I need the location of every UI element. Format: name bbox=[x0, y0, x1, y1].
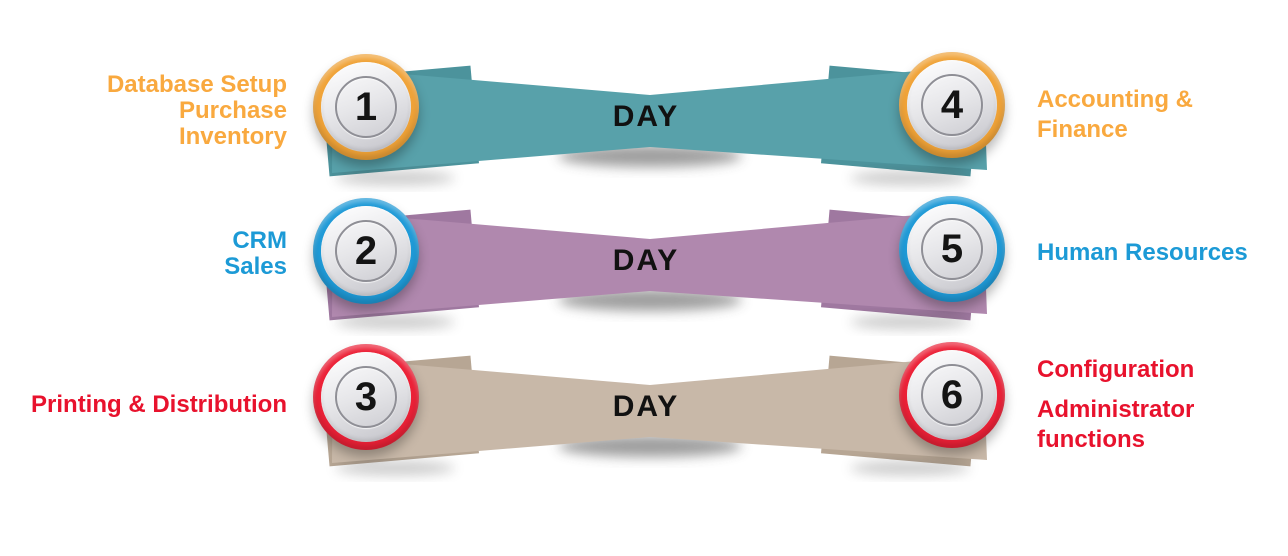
day-row-3: DAY Printing & Distribution Configuratio… bbox=[0, 320, 1288, 495]
topic-line: Inventory bbox=[178, 123, 287, 150]
banner-end-shadow bbox=[335, 461, 455, 475]
step-circle-4: 4 bbox=[899, 52, 1005, 158]
step-number-ring: 1 bbox=[335, 76, 397, 138]
step-number: 5 bbox=[940, 227, 964, 271]
topic-line: Human Resources bbox=[1037, 239, 1248, 266]
topic-line: Finance bbox=[1037, 116, 1128, 143]
left-topics-label-2: CRM Sales bbox=[224, 228, 287, 280]
topic-line: CRM bbox=[232, 227, 287, 254]
topic-line: Purchase bbox=[178, 97, 287, 124]
banner-end-shadow bbox=[850, 315, 970, 329]
day-label: DAY bbox=[612, 244, 680, 277]
left-topics-label-3: Printing & Distribution bbox=[31, 392, 287, 418]
banner-end-shadow bbox=[335, 171, 455, 185]
day-label: DAY bbox=[612, 100, 680, 133]
topic-line: Database Setup bbox=[106, 71, 287, 98]
right-topics-label-3: Configuration Administrator functions bbox=[1037, 355, 1194, 455]
banner-end-shadow bbox=[850, 171, 970, 185]
step-circle-face: 6 bbox=[907, 350, 997, 440]
step-circle-2: 2 bbox=[313, 198, 419, 304]
banner-body bbox=[332, 65, 987, 173]
step-circle-face: 4 bbox=[907, 60, 997, 150]
step-number-ring: 4 bbox=[921, 74, 983, 136]
step-number-ring: 3 bbox=[335, 366, 397, 428]
step-circle-face: 3 bbox=[321, 352, 411, 442]
step-number: 2 bbox=[354, 229, 378, 273]
step-number: 4 bbox=[940, 83, 964, 127]
step-number-ring: 6 bbox=[921, 364, 983, 426]
banner-end-shadow bbox=[335, 315, 455, 329]
banner-body bbox=[332, 209, 987, 317]
right-topics-label-2: Human Resources bbox=[1037, 238, 1248, 268]
step-number: 6 bbox=[940, 373, 964, 417]
step-number: 1 bbox=[354, 85, 378, 129]
step-number-ring: 5 bbox=[921, 218, 983, 280]
topic-line: Sales bbox=[224, 253, 287, 280]
day-row-1: DAY Database Setup Purchase Inventory Ac… bbox=[0, 30, 1288, 205]
step-circle-face: 5 bbox=[907, 204, 997, 294]
day-row-2: DAY CRM Sales Human Resources 2 5 bbox=[0, 174, 1288, 349]
step-circle-1: 1 bbox=[313, 54, 419, 160]
topic-line: Printing & Distribution bbox=[31, 391, 287, 418]
banner-end-shadow bbox=[850, 461, 970, 475]
topic-line: Accounting & bbox=[1037, 86, 1193, 113]
step-circle-6: 6 bbox=[899, 342, 1005, 448]
step-circle-face: 2 bbox=[321, 206, 411, 296]
step-number-ring: 2 bbox=[335, 220, 397, 282]
step-circle-5: 5 bbox=[899, 196, 1005, 302]
step-circle-face: 1 bbox=[321, 62, 411, 152]
step-number: 3 bbox=[354, 375, 378, 419]
left-topics-label-1: Database Setup Purchase Inventory bbox=[107, 72, 287, 150]
topic-paragraph: Administrator functions bbox=[1037, 395, 1194, 455]
topic-line: functions bbox=[1037, 426, 1145, 453]
day-label: DAY bbox=[612, 390, 680, 423]
topic-line: Configuration bbox=[1037, 356, 1195, 383]
step-circle-3: 3 bbox=[313, 344, 419, 450]
banner-body bbox=[332, 355, 987, 463]
topic-line: Administrator bbox=[1037, 396, 1195, 423]
right-topics-label-1: Accounting & Finance bbox=[1037, 85, 1193, 145]
